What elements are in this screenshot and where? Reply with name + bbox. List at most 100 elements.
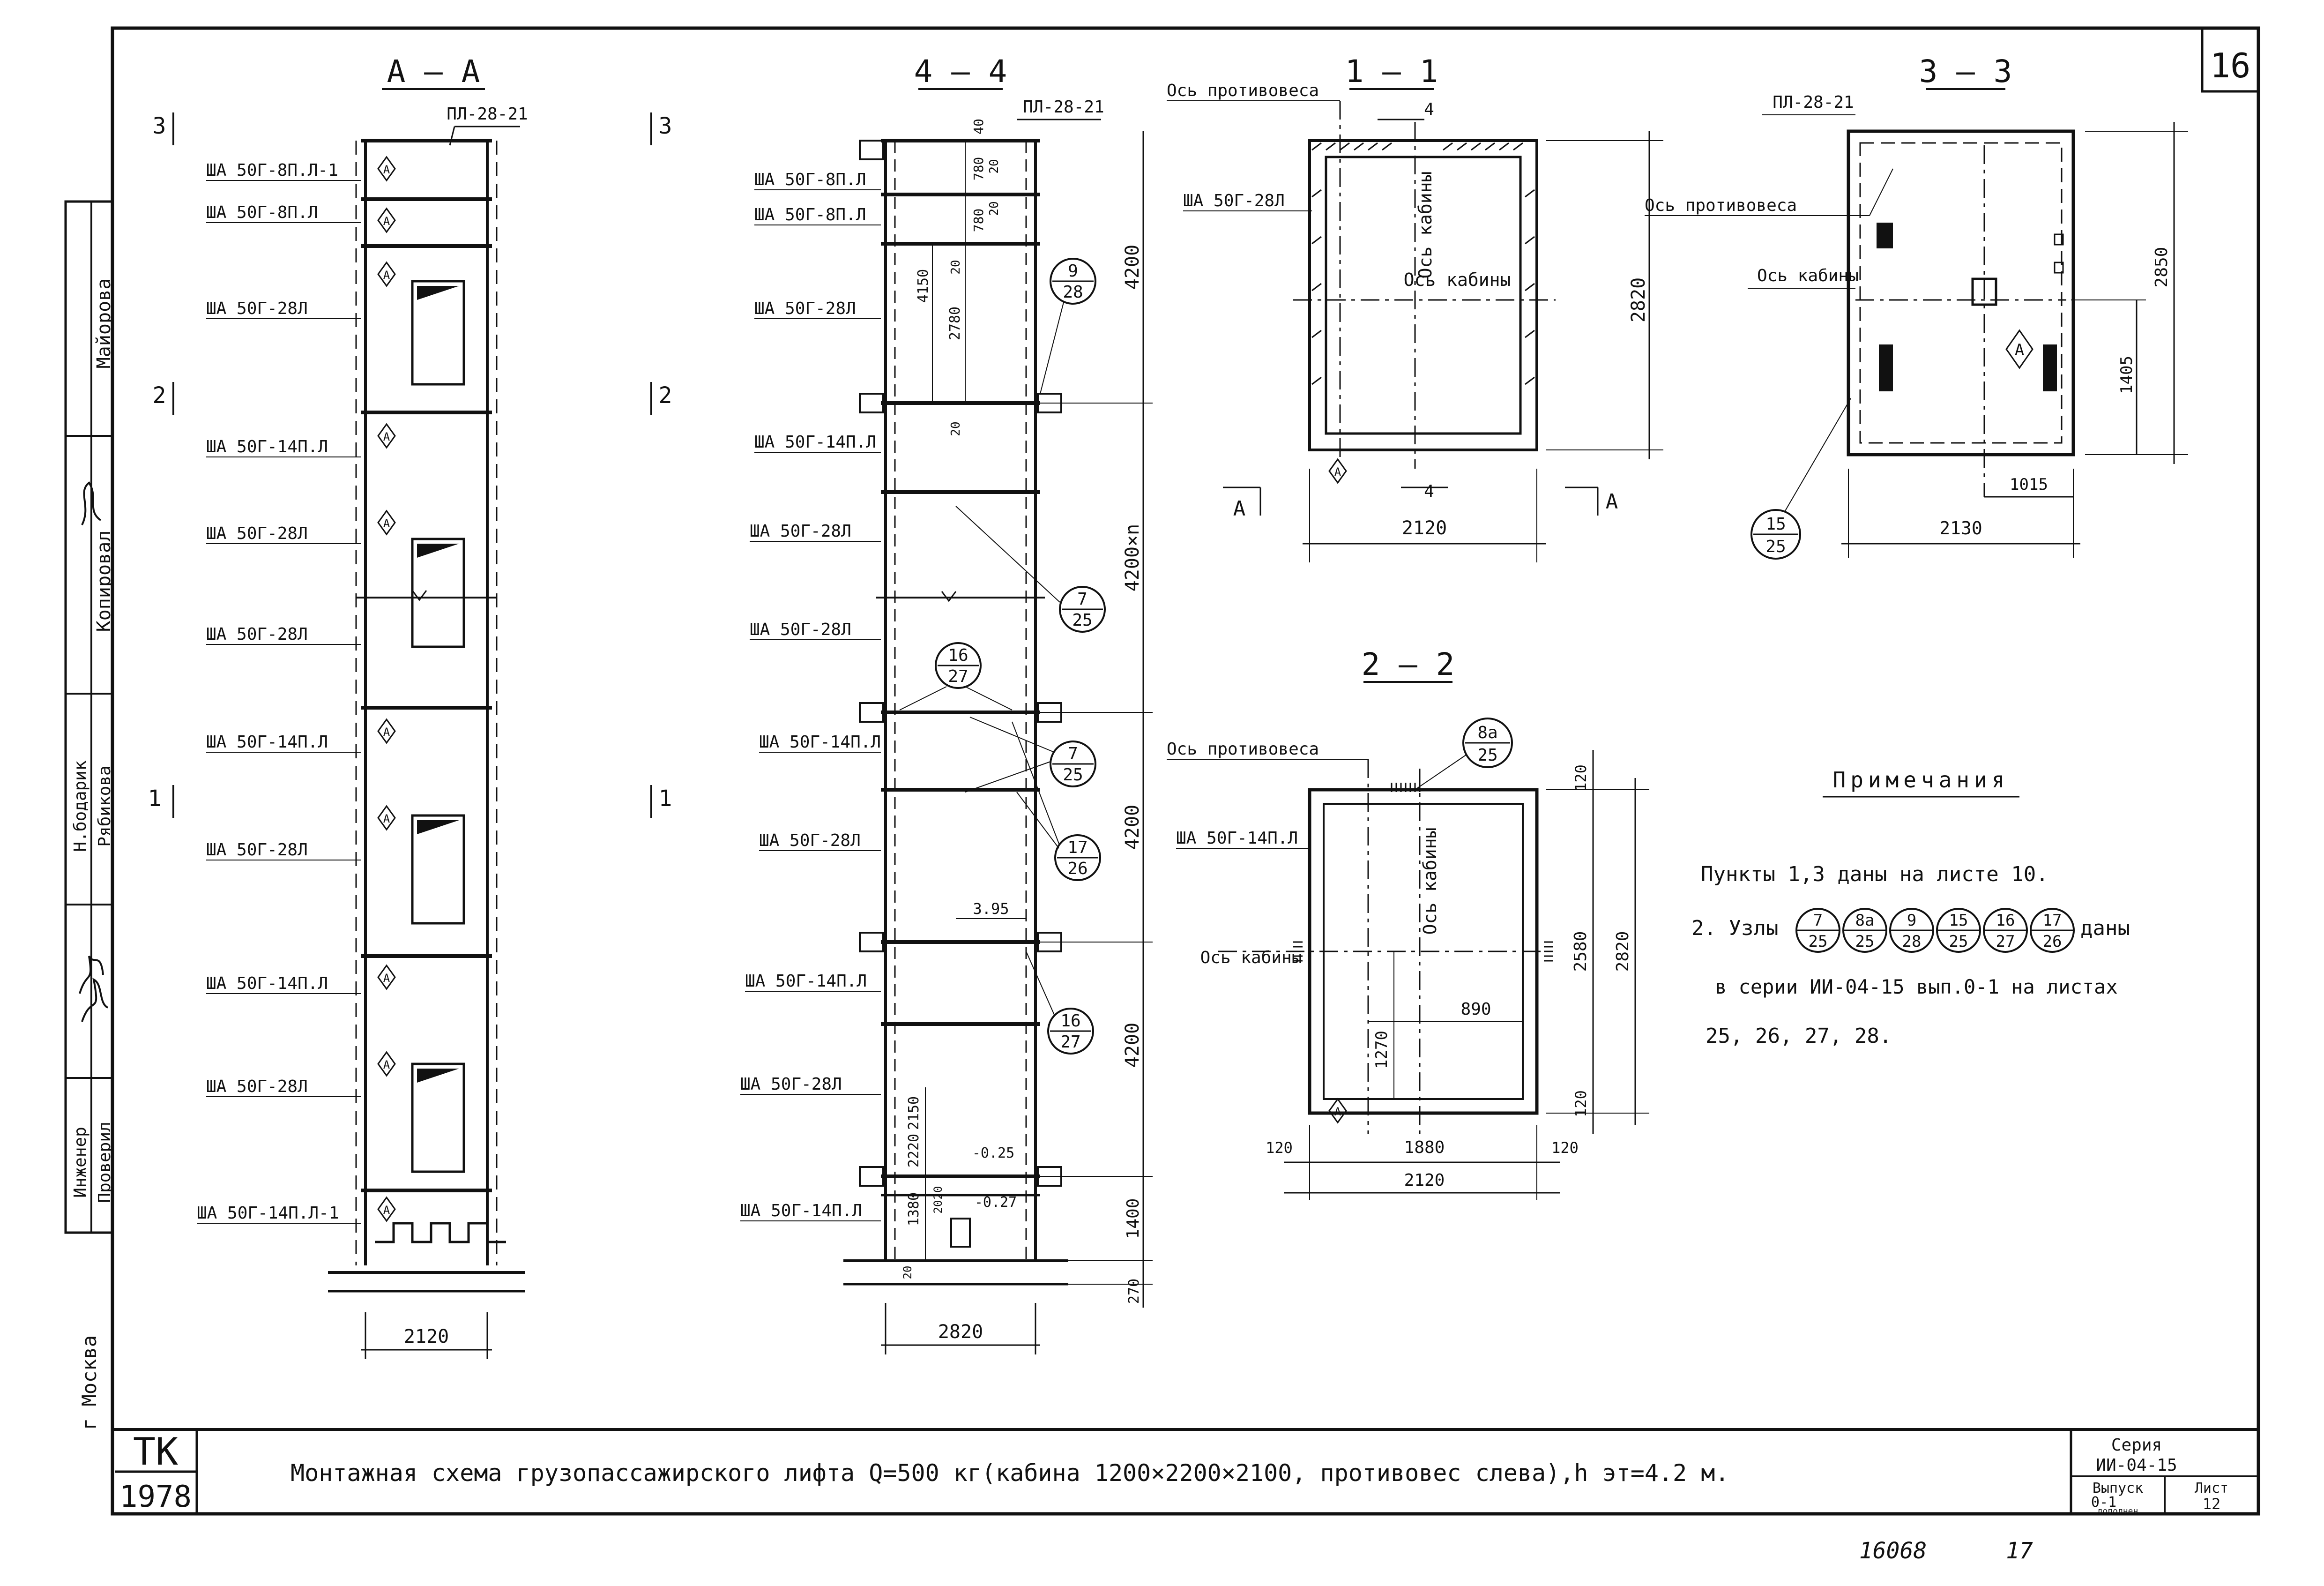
section-aa-width-dim: 2120 xyxy=(404,1326,449,1347)
section-44-node-callouts: 9 28 7 25 16 27 7 25 17 26 xyxy=(899,258,1106,1055)
archive-number: 16068 xyxy=(1859,1538,1927,1564)
svg-text:3.95: 3.95 xyxy=(973,900,1009,918)
sheet-corner-number: 16 xyxy=(2210,46,2251,85)
svg-text:40: 40 xyxy=(971,119,986,135)
section-33-width-dim: 2130 xyxy=(1939,518,1982,539)
node-ref: 15 xyxy=(1949,911,1968,930)
node-ref: 28 xyxy=(1902,932,1922,951)
svg-text:А: А xyxy=(383,1058,390,1071)
panel-label: ША 50Г-14П.Л xyxy=(206,437,328,456)
signature-1 xyxy=(81,481,102,525)
section-44-right-dims: 4200 4200×n 4200 4200 1400 270 xyxy=(1040,131,1153,1308)
panel-label: ША 50Г-28Л xyxy=(206,1077,308,1096)
svg-text:780: 780 xyxy=(971,209,986,232)
svg-text:2780: 2780 xyxy=(947,307,963,340)
panel-label: ША 50Г-28Л xyxy=(206,840,308,860)
svg-text:120: 120 xyxy=(1572,764,1590,792)
sheet-label: Лист xyxy=(2195,1480,2228,1496)
section-44-slabs xyxy=(876,139,1045,1197)
svg-text:А: А xyxy=(383,812,390,825)
notes-line1: Пункты 1,3 даны на листе 10. xyxy=(1701,862,2048,886)
section-44-brackets xyxy=(859,140,1062,1187)
svg-text:1405: 1405 xyxy=(2117,356,2136,394)
cabin-axis-vertical: Ось кабины xyxy=(1420,828,1440,935)
svg-text:1380: 1380 xyxy=(906,1192,922,1226)
node-ref: 17 xyxy=(2043,911,2062,930)
svg-text:А: А xyxy=(383,215,390,228)
svg-text:1: 1 xyxy=(148,786,162,812)
svg-text:4200×n: 4200×n xyxy=(1122,524,1143,592)
counterweight-axis-label: Ось противовеса xyxy=(1645,196,1797,215)
svg-text:1: 1 xyxy=(659,786,672,812)
node-ref: 25 xyxy=(1477,746,1497,765)
stamp-name-2: Копировал xyxy=(93,531,115,632)
node-ref: 8а xyxy=(1477,723,1497,742)
svg-text:2580: 2580 xyxy=(1571,931,1590,972)
svg-text:120: 120 xyxy=(1266,1139,1293,1157)
node-ref: 17 xyxy=(1067,838,1088,857)
section-aa: А – А ПЛ-28-21 xyxy=(148,53,672,1359)
svg-text:4: 4 xyxy=(1424,100,1434,119)
panel-label: ША 50Г-28Л xyxy=(206,625,308,644)
svg-text:А: А xyxy=(383,1204,390,1217)
year: 1978 xyxy=(119,1480,192,1514)
panel-label: ША 50Г-8П.Л xyxy=(206,203,318,222)
svg-text:А: А xyxy=(383,972,390,985)
section-33-top-label: ПЛ-28-21 xyxy=(1773,93,1854,112)
node-ref: 25 xyxy=(1072,611,1092,630)
notes-line2-suffix: даны xyxy=(2080,916,2130,940)
section-aa-top-label: ПЛ-28-21 xyxy=(447,105,528,124)
svg-text:-0.25: -0.25 xyxy=(972,1145,1014,1161)
signature-2 xyxy=(79,955,104,994)
svg-text:А: А xyxy=(383,269,390,282)
section-11-width-dim: 2120 xyxy=(1402,517,1447,539)
svg-text:А: А xyxy=(383,163,390,176)
page-number: 17 xyxy=(2006,1538,2033,1564)
svg-text:1270: 1270 xyxy=(1372,1031,1391,1069)
section-33: 3 – 3 ПЛ-28-21 Ось противовеса Ось кабин… xyxy=(1645,53,2188,560)
svg-text:20: 20 xyxy=(901,1266,914,1279)
signature-3 xyxy=(81,978,109,1022)
notes-line2-prefix: 2. Узлы xyxy=(1691,916,1778,940)
stamp-name-1: Майорова xyxy=(93,278,115,369)
panel-label: ША 50Г-14П.Л xyxy=(754,433,876,452)
panel-label: ША 50Г-14П.Л xyxy=(740,1201,862,1220)
section-aa-panel-labels: ША 50Г-8П.Л-1 ША 50Г-8П.Л ША 50Г-28Л ША … xyxy=(197,161,361,1224)
svg-text:А: А xyxy=(2015,341,2024,359)
panel-label: ША 50Г-14П.Л-1 xyxy=(197,1204,339,1223)
svg-text:3: 3 xyxy=(659,113,672,139)
node-ref: 25 xyxy=(1809,932,1828,951)
section-aa-title: А – А xyxy=(387,53,480,90)
panel-label: ША 50Г-28Л xyxy=(1183,191,1285,210)
counterweight-axis-label: Ось противовеса xyxy=(1167,740,1319,759)
svg-text:120: 120 xyxy=(1572,1090,1590,1117)
svg-text:4200: 4200 xyxy=(1122,1023,1143,1068)
org-code: ТК xyxy=(133,1430,178,1474)
section-33-title: 3 – 3 xyxy=(1919,53,2012,90)
svg-text:780: 780 xyxy=(971,157,986,181)
node-ref: 16 xyxy=(948,646,968,665)
stamp-role-3: Н.бодарик xyxy=(71,760,90,852)
svg-text:А: А xyxy=(383,430,390,443)
svg-text:2820: 2820 xyxy=(1613,931,1632,972)
svg-text:-0.27: -0.27 xyxy=(975,1194,1017,1211)
section-44-top-label: ПЛ-28-21 xyxy=(1023,97,1104,117)
cabin-axis-label: Ось кабины xyxy=(1757,266,1859,285)
section-aa-cut-markers: 3 3 2 2 1 1 xyxy=(148,112,672,818)
stamp-role-4: Инженер xyxy=(71,1127,90,1198)
panel-label: ША 50Г-14П.Л xyxy=(759,733,881,752)
svg-text:270: 270 xyxy=(1126,1279,1142,1304)
panel-label: ША 50Г-28Л xyxy=(750,522,851,541)
panel-label: ША 50Г-8П.Л xyxy=(754,170,866,189)
node-ref: 7 xyxy=(1813,911,1823,930)
notes-line3: в серии ИИ-04-15 вып.0-1 на листах xyxy=(1715,975,2118,998)
node-ref: 28 xyxy=(1063,283,1083,302)
counterweight-axis-label: Ось противовеса xyxy=(1167,81,1319,100)
node-ref: 25 xyxy=(1855,932,1875,951)
title-block: ТК 1978 Монтажная схема грузопассажирско… xyxy=(112,1428,2258,1564)
section-aa-slabs xyxy=(356,139,497,1192)
panel-label: ША 50Г-28Л xyxy=(750,620,851,639)
svg-text:1400: 1400 xyxy=(1124,1198,1143,1239)
node-ref: 26 xyxy=(1067,859,1088,878)
node-ref: 7 xyxy=(1077,590,1088,609)
